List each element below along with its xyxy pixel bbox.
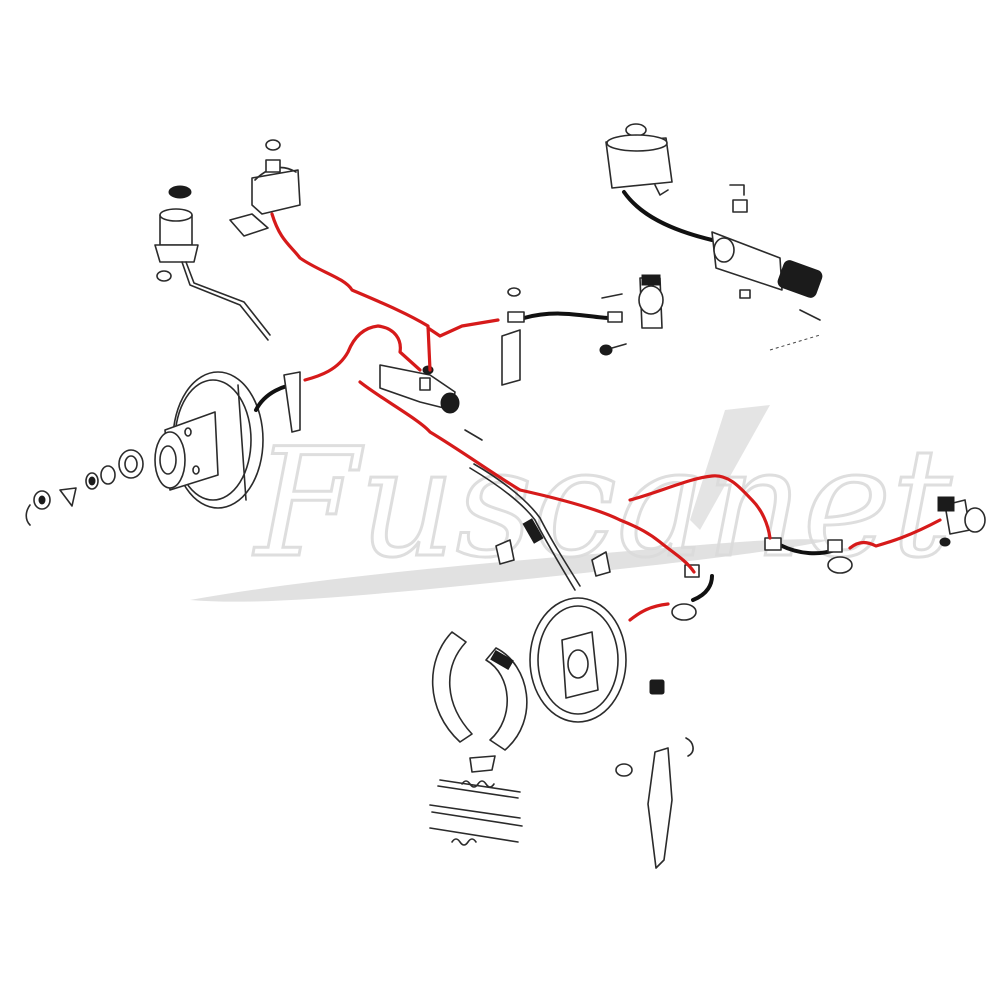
hub-bearing-parts [25,449,144,526]
brake-shoes [431,631,528,773]
brake-line-rear-main [358,380,696,574]
brake-back-plate [529,597,665,723]
pressure-switch [154,185,271,341]
handbrake-cable [469,463,611,591]
rear-hose-right [764,537,853,574]
brake-line-front-right [426,318,500,338]
brake-line-rear-crossover [628,474,772,540]
master-cylinder-assembly [605,123,823,351]
handbrake-lever [615,737,694,869]
watermark-slash [690,405,770,530]
brake-line-reservoir-to-valve [270,212,432,372]
brake-line-rear-left [628,602,670,622]
wheel-cylinder-front-right [599,274,664,356]
brake-line-rear-right [848,518,942,550]
watermark-swoosh [190,539,830,602]
flex-hose-upper [501,287,623,386]
brake-disc-hub [154,371,264,509]
wheel-cylinder-rear-right [937,496,986,547]
brake-lines [270,212,942,622]
rear-hose-left [671,564,714,621]
caliper-bracket [254,371,301,433]
brake-fluid-reservoir [229,139,301,237]
brake-line-front-left [303,324,422,382]
shoe-return-springs [429,779,523,846]
